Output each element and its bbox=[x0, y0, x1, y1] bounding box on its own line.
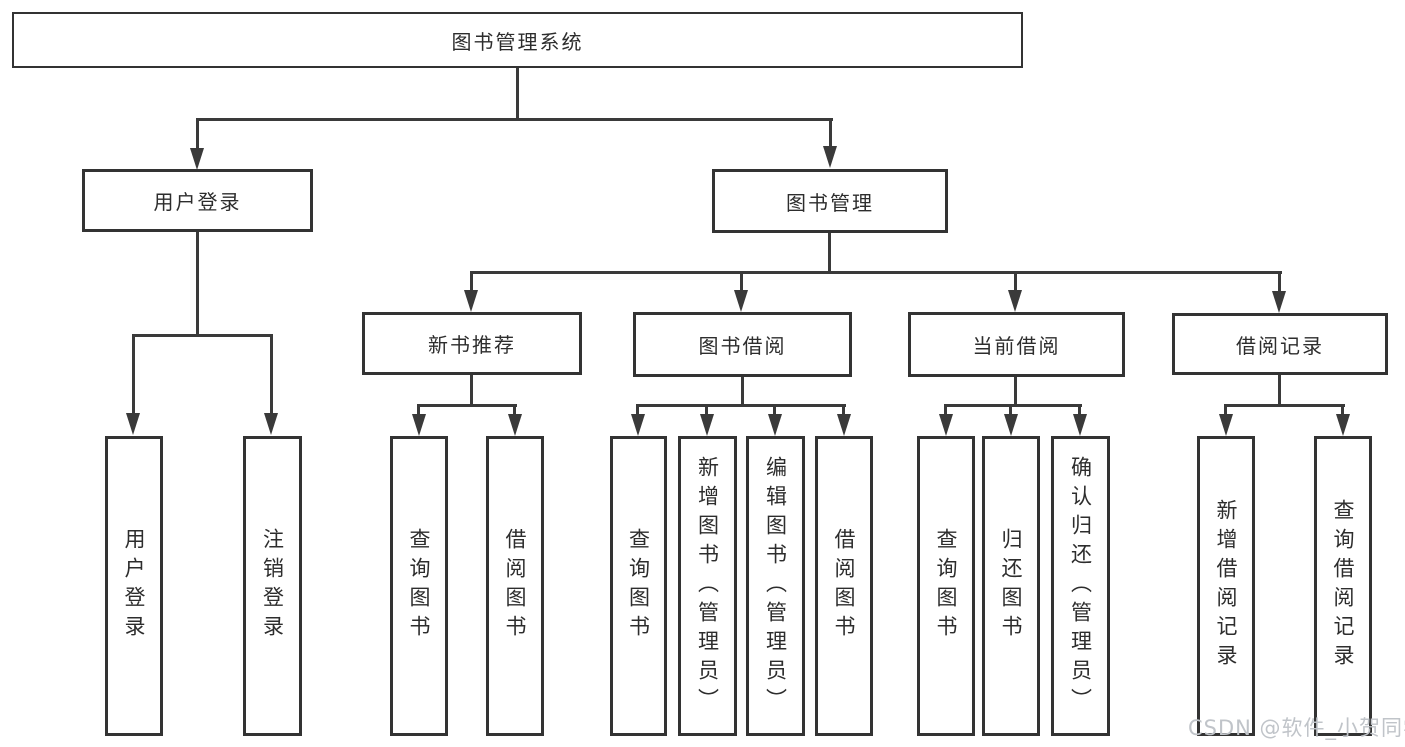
arrow-down-icon bbox=[1219, 414, 1233, 436]
leaf-search-books-current: 查询图书 bbox=[917, 436, 975, 736]
arrow-down-icon bbox=[190, 148, 204, 170]
leaf-logout-label: 注销登录 bbox=[260, 528, 285, 644]
connector-book-mgmt-stem bbox=[828, 233, 831, 274]
watermark-text: CSDN @软件_小贺同学 bbox=[1188, 716, 1405, 740]
node-user-login-label: 用户登录 bbox=[153, 190, 242, 214]
leaf-add-borrow-record: 新增借阅记录 bbox=[1197, 436, 1255, 736]
node-new-book-recommendation-label: 新书推荐 bbox=[428, 333, 516, 357]
node-new-book-recommendation: 新书推荐 bbox=[362, 312, 582, 375]
connector-records-stem bbox=[1278, 375, 1281, 406]
connector-book-mgmt-drop-4 bbox=[1278, 271, 1281, 292]
connector-book-mgmt-drop-1 bbox=[470, 271, 473, 291]
connector-borrowing-drop-1 bbox=[636, 404, 639, 416]
node-current-borrowing: 当前借阅 bbox=[908, 312, 1125, 377]
connector-recommend-stem bbox=[470, 375, 473, 406]
arrow-down-icon bbox=[837, 414, 851, 436]
leaf-edit-books-admin-label: 编辑图书（管理员） bbox=[763, 455, 788, 717]
leaf-search-books-borrowing-label: 查询图书 bbox=[626, 528, 651, 644]
connector-records-drop-1 bbox=[1224, 404, 1227, 416]
leaf-borrow-books-recommend: 借阅图书 bbox=[486, 436, 544, 736]
node-book-management: 图书管理 bbox=[712, 169, 948, 233]
leaf-return-books: 归还图书 bbox=[982, 436, 1040, 736]
connector-root-bar bbox=[196, 118, 833, 121]
arrow-down-icon bbox=[508, 414, 522, 436]
arrow-down-icon bbox=[939, 414, 953, 436]
connector-borrowing-stem bbox=[741, 377, 744, 406]
connector-root-drop-left bbox=[196, 118, 199, 152]
arrow-down-icon bbox=[464, 290, 478, 312]
leaf-borrow-books-recommend-label: 借阅图书 bbox=[503, 528, 527, 644]
leaf-user-login: 用户登录 bbox=[105, 436, 163, 736]
leaf-search-borrow-record: 查询借阅记录 bbox=[1314, 436, 1372, 736]
node-borrowing-records-label: 借阅记录 bbox=[1236, 333, 1324, 358]
node-book-borrowing: 图书借阅 bbox=[633, 312, 852, 377]
connector-recommend-drop-2 bbox=[513, 404, 516, 416]
leaf-add-books-admin-label: 新增图书（管理员） bbox=[695, 455, 720, 717]
node-current-borrowing-label: 当前借阅 bbox=[972, 334, 1061, 358]
connector-root-drop-right bbox=[829, 118, 832, 151]
node-book-management-label: 图书管理 bbox=[786, 190, 874, 215]
arrow-down-icon bbox=[1073, 414, 1087, 436]
connector-user-login-drop-1 bbox=[132, 334, 135, 414]
connector-current-drop-1 bbox=[944, 404, 947, 416]
arrow-down-icon bbox=[700, 414, 714, 436]
leaf-search-books-borrowing: 查询图书 bbox=[610, 436, 667, 736]
connector-recommend-drop-1 bbox=[417, 404, 420, 416]
node-book-borrowing-label: 图书借阅 bbox=[698, 334, 787, 358]
leaf-confirm-return-admin: 确认归还（管理员） bbox=[1051, 436, 1110, 736]
connector-root-stem bbox=[516, 68, 519, 118]
leaf-search-books-recommend-label: 查询图书 bbox=[407, 528, 431, 644]
arrow-down-icon bbox=[768, 414, 782, 436]
connector-book-mgmt-bar bbox=[470, 271, 1282, 274]
leaf-add-books-admin: 新增图书（管理员） bbox=[678, 436, 737, 736]
connector-current-stem bbox=[1014, 377, 1017, 406]
leaf-return-books-label: 归还图书 bbox=[999, 528, 1023, 644]
leaf-search-books-recommend: 查询图书 bbox=[390, 436, 448, 736]
connector-user-login-drop-2 bbox=[270, 334, 273, 414]
leaf-user-login-label: 用户登录 bbox=[122, 528, 146, 644]
arrow-down-icon bbox=[1004, 414, 1018, 436]
leaf-confirm-return-admin-label: 确认归还（管理员） bbox=[1068, 455, 1093, 717]
leaf-add-borrow-record-label: 新增借阅记录 bbox=[1214, 499, 1238, 673]
connector-records-bar bbox=[1224, 404, 1345, 407]
leaf-search-borrow-record-label: 查询借阅记录 bbox=[1331, 499, 1355, 673]
connector-book-mgmt-drop-2 bbox=[740, 271, 743, 291]
node-user-login: 用户登录 bbox=[82, 169, 313, 232]
arrow-down-icon bbox=[1336, 414, 1350, 436]
connector-records-drop-2 bbox=[1341, 404, 1344, 416]
connector-book-mgmt-drop-3 bbox=[1014, 271, 1017, 291]
arrow-down-icon bbox=[823, 146, 837, 168]
arrow-down-icon bbox=[1008, 290, 1022, 312]
leaf-borrow-books-label: 借阅图书 bbox=[832, 528, 856, 644]
arrow-down-icon bbox=[1272, 291, 1286, 313]
connector-user-login-stem bbox=[196, 232, 199, 337]
leaf-logout: 注销登录 bbox=[243, 436, 302, 736]
leaf-search-books-current-label: 查询图书 bbox=[934, 528, 958, 644]
connector-current-drop-2 bbox=[1009, 404, 1012, 416]
arrow-down-icon bbox=[734, 290, 748, 312]
node-library-system-label: 图书管理系统 bbox=[451, 29, 584, 54]
connector-borrowing-drop-2 bbox=[705, 404, 708, 416]
arrow-down-icon bbox=[264, 413, 278, 435]
node-borrowing-records: 借阅记录 bbox=[1172, 313, 1388, 375]
connector-borrowing-drop-3 bbox=[773, 404, 776, 416]
arrow-down-icon bbox=[631, 414, 645, 436]
leaf-borrow-books: 借阅图书 bbox=[815, 436, 873, 736]
connector-user-login-bar bbox=[132, 334, 273, 337]
connector-current-drop-3 bbox=[1078, 404, 1081, 416]
connector-borrowing-drop-4 bbox=[842, 404, 845, 416]
arrow-down-icon bbox=[412, 414, 426, 436]
arrow-down-icon bbox=[126, 413, 140, 435]
connector-borrowing-bar bbox=[636, 404, 846, 407]
connector-recommend-bar bbox=[417, 404, 517, 407]
connector-current-bar bbox=[944, 404, 1082, 407]
node-library-system: 图书管理系统 bbox=[12, 12, 1023, 68]
leaf-edit-books-admin: 编辑图书（管理员） bbox=[746, 436, 805, 736]
